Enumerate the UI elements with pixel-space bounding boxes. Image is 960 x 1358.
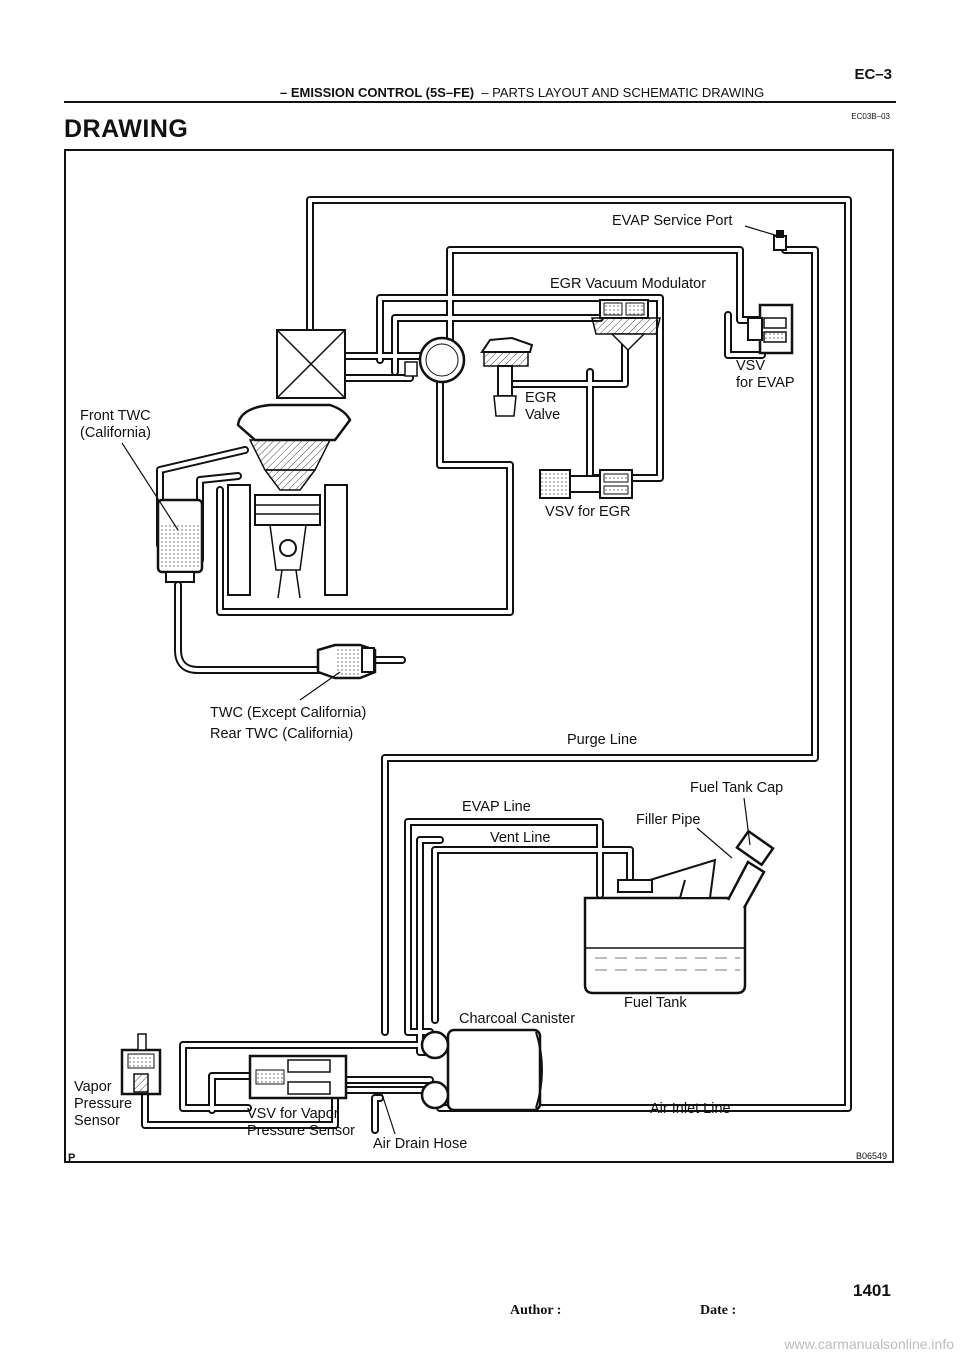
throttle-body (404, 336, 466, 384)
label-front-twc-line1: Front TWC (80, 408, 151, 424)
label-rear-twc-california: Rear TWC (California) (210, 726, 353, 742)
watermark: www.carmanualsonline.info (784, 1336, 954, 1352)
rear-twc (316, 643, 377, 680)
label-egr-valve-line1: EGR (525, 390, 556, 406)
vsv-for-vapor-pressure-sensor (248, 1054, 348, 1100)
label-evap-line: EVAP Line (462, 799, 531, 815)
vsv-for-evap (747, 303, 794, 355)
label-egr-vacuum-modulator: EGR Vacuum Modulator (550, 276, 706, 292)
page-number: 1401 (853, 1281, 891, 1300)
label-air-drain-hose: Air Drain Hose (373, 1136, 467, 1152)
document-code: EC03B–03 (851, 112, 890, 121)
figure-code: B06549 (856, 1151, 887, 1161)
label-vapor-sensor-line3: Sensor (74, 1113, 120, 1129)
label-air-inlet-line: Air Inlet Line (650, 1101, 731, 1117)
p-mark: P (68, 1152, 75, 1164)
label-front-twc-line2: (California) (80, 425, 151, 441)
header-rule (64, 101, 896, 103)
label-vent-line: Vent Line (490, 830, 550, 846)
section-header: – EMISSION CONTROL (5S–FE) – PARTS LAYOU… (280, 85, 765, 100)
label-vsv-for-egr: VSV for EGR (545, 504, 630, 520)
footer-date: Date : (700, 1303, 737, 1318)
page-title: DRAWING (64, 115, 189, 143)
footer-author: Author : (510, 1303, 562, 1318)
page-code: EC–3 (854, 66, 892, 83)
label-fuel-tank: Fuel Tank (624, 995, 687, 1011)
label-evap-service-port: EVAP Service Port (612, 213, 732, 229)
label-fuel-tank-cap: Fuel Tank Cap (690, 780, 783, 796)
egr-valve (480, 336, 534, 417)
charcoal-canister (420, 1028, 543, 1112)
leader-lines (121, 225, 779, 1135)
label-filler-pipe: Filler Pipe (636, 812, 700, 828)
egr-vacuum-modulator (591, 299, 661, 352)
evap-service-port (773, 230, 787, 251)
engine (227, 403, 352, 599)
label-vsv-evap-line2: for EVAP (736, 375, 795, 391)
label-vsv-vapor-line2: Pressure Sensor (247, 1123, 355, 1139)
label-vsv-evap-line1: VSV (736, 358, 765, 374)
air-cleaner-box (276, 329, 346, 399)
label-vapor-sensor-line2: Pressure (74, 1096, 132, 1112)
front-twc (156, 498, 204, 583)
label-vapor-sensor-line1: Vapor (74, 1079, 112, 1095)
diagram-frame (64, 149, 894, 1163)
vapor-pressure-sensor (120, 1033, 162, 1096)
fuel-tank (583, 829, 775, 995)
label-purge-line: Purge Line (567, 732, 637, 748)
vsv-for-egr (539, 469, 633, 499)
label-charcoal-canister: Charcoal Canister (459, 1011, 575, 1027)
label-vsv-vapor-line1: VSV for Vapor (247, 1106, 339, 1122)
label-egr-valve-line2: Valve (525, 407, 560, 423)
pipework (141, 196, 852, 1134)
label-twc-except-california: TWC (Except California) (210, 705, 366, 721)
